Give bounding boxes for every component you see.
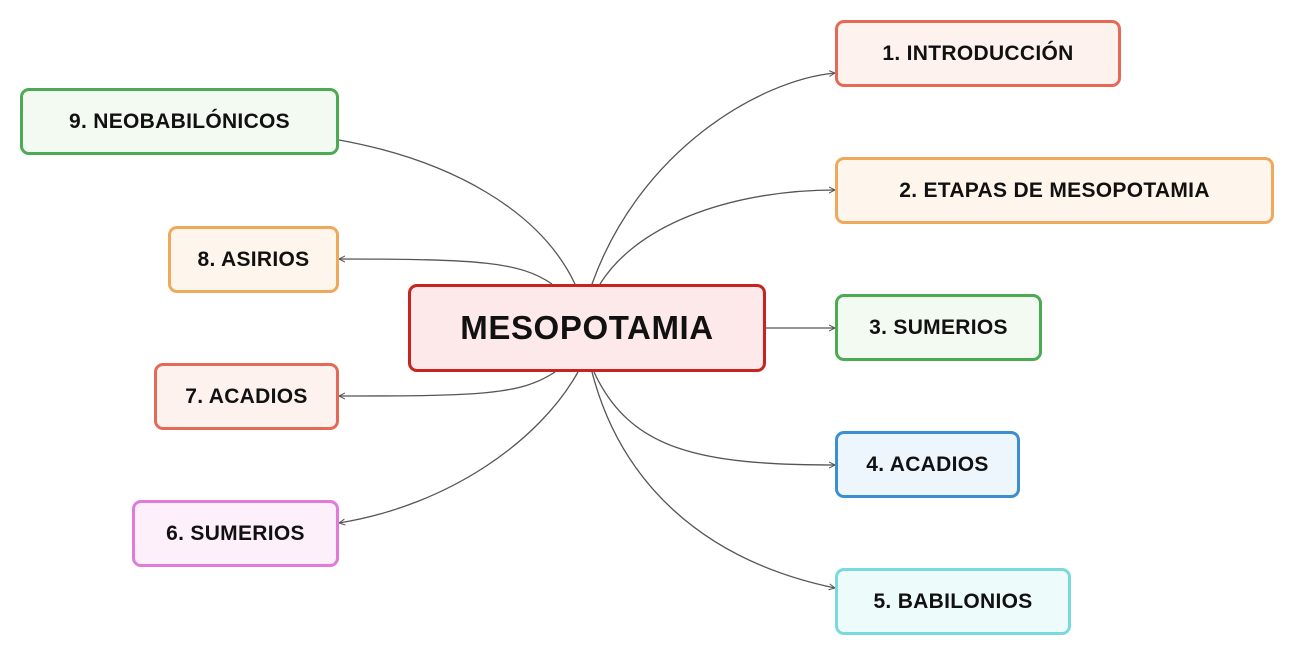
connector-2	[599, 190, 835, 285]
topic-neobabilonicos[interactable]: 9. NEOBABILÓNICOS	[20, 88, 339, 155]
topic-sumerios-left[interactable]: 6. SUMERIOS	[132, 500, 339, 567]
topic-acadios-left[interactable]: 7. ACADIOS	[154, 363, 339, 430]
topic-introduccion[interactable]: 1. INTRODUCCIÓN	[835, 20, 1121, 87]
connector-6	[339, 371, 579, 523]
topic-babilonios[interactable]: 5. BABILONIOS	[835, 568, 1071, 635]
connector-8	[339, 259, 553, 285]
connector-9	[338, 139, 576, 285]
topic-asirios[interactable]: 8. ASIRIOS	[168, 226, 339, 293]
topic-etapas-de-mesopotamia[interactable]: 2. ETAPAS DE MESOPOTAMIA	[835, 157, 1274, 224]
topic-acadios-right[interactable]: 4. ACADIOS	[835, 431, 1020, 498]
connector-1	[591, 73, 835, 285]
connector-5	[591, 371, 835, 588]
connector-7	[339, 371, 556, 396]
connector-4	[593, 371, 835, 465]
central-topic-mesopotamia[interactable]: MESOPOTAMIA	[408, 284, 766, 372]
topic-sumerios-right[interactable]: 3. SUMERIOS	[835, 294, 1042, 361]
